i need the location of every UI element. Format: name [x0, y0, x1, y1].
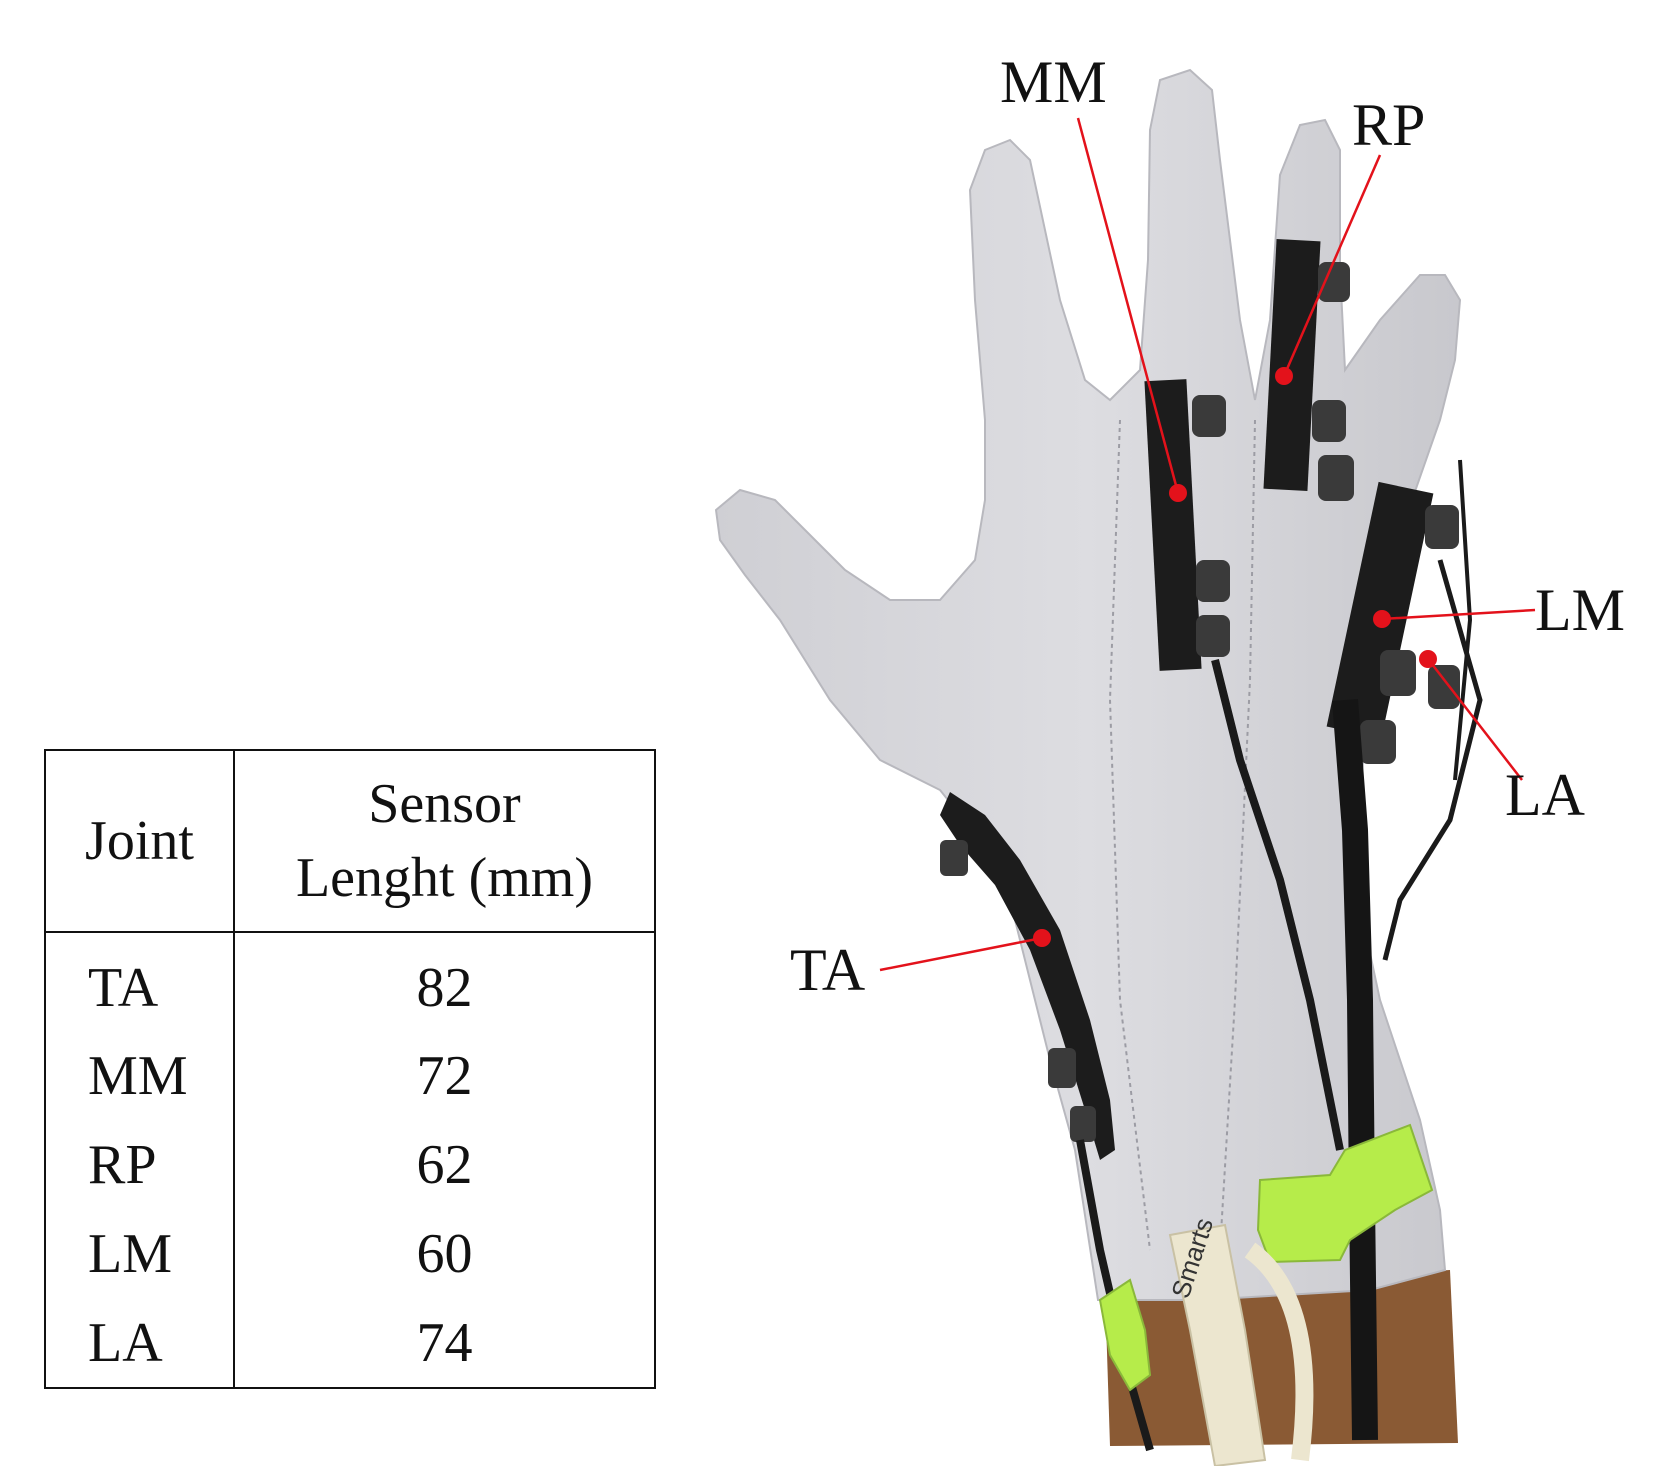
length-cell: 74: [233, 1298, 656, 1388]
table-row: RP 62: [44, 1120, 656, 1210]
glove-seam: [1219, 419, 1256, 1251]
length-cell: 60: [233, 1209, 656, 1299]
rp-marker: [1275, 367, 1293, 385]
joint-cell: MM: [44, 1032, 235, 1121]
mm-leader-line: [1076, 117, 1180, 494]
mm-connector: [1192, 395, 1226, 437]
length-cell: 82: [233, 932, 656, 1033]
ta-leader-line: [879, 936, 1043, 972]
mm-sensor-strip: [1144, 379, 1202, 671]
wrist-strap-loop: [1244, 1242, 1314, 1462]
lm-leader-line: [1381, 608, 1536, 621]
cable-bundle: [1332, 699, 1378, 1441]
mm-label: MM: [1000, 49, 1107, 115]
sensor-length-header-line2: Lenght (mm): [295, 847, 594, 909]
ta-connector: [940, 840, 968, 876]
rp-leader-line: [1282, 154, 1382, 377]
mm-connector: [1196, 560, 1230, 602]
wrist-strap: [1168, 1223, 1267, 1466]
sensor-length-header-line1: Sensor: [368, 773, 521, 835]
sensor-length-column-header: Sensor Lenght (mm): [233, 750, 656, 933]
table-row: TA 82: [44, 932, 656, 1033]
joint-cell: TA: [44, 932, 235, 1033]
la-label: LA: [1505, 762, 1585, 828]
length-cell: 62: [233, 1120, 656, 1210]
table-row: LM 60: [44, 1209, 656, 1299]
mm-cable: [1211, 659, 1344, 1151]
length-cell: 72: [233, 1032, 656, 1121]
la-connector: [1428, 665, 1460, 709]
ta-connector: [1070, 1106, 1096, 1142]
mm-connector: [1196, 615, 1230, 657]
joint-cell: RP: [44, 1120, 235, 1210]
ta-marker: [1033, 929, 1051, 947]
green-tape: [1256, 1123, 1434, 1264]
lm-sensor-strip: [1326, 481, 1434, 739]
table-header-row: Joint Sensor Lenght (mm): [44, 750, 656, 933]
lm-connector: [1425, 505, 1459, 549]
joint-column-header: Joint: [44, 750, 235, 933]
mm-marker: [1169, 484, 1187, 502]
sensor-length-table: Joint Sensor Lenght (mm) TA 82 MM 72 RP …: [44, 749, 656, 1389]
ta-sensor-strip: [940, 792, 1115, 1160]
joint-cell: LA: [44, 1298, 235, 1388]
lm-label: LM: [1535, 577, 1625, 643]
rp-connector: [1318, 262, 1350, 302]
table-row: MM 72: [44, 1032, 656, 1121]
ta-label: TA: [790, 937, 865, 1003]
la-connector: [1380, 650, 1416, 696]
table-row: LA 74: [44, 1298, 656, 1388]
rp-connector: [1312, 400, 1346, 442]
la-marker: [1419, 650, 1437, 668]
sensor-markers: [1033, 367, 1437, 947]
callout-lines: [879, 117, 1536, 972]
loose-wires: [1453, 459, 1473, 781]
glove-seam: [1108, 419, 1151, 1251]
rp-label: RP: [1352, 92, 1425, 158]
rp-sensor-strip: [1263, 239, 1321, 491]
ta-connector: [1048, 1048, 1076, 1088]
joint-cell: LM: [44, 1209, 235, 1299]
green-tape: [1098, 1278, 1152, 1392]
lm-marker: [1373, 610, 1391, 628]
la-connector: [1360, 720, 1396, 764]
rp-connector: [1318, 455, 1354, 501]
la-leader-line: [1427, 658, 1523, 781]
